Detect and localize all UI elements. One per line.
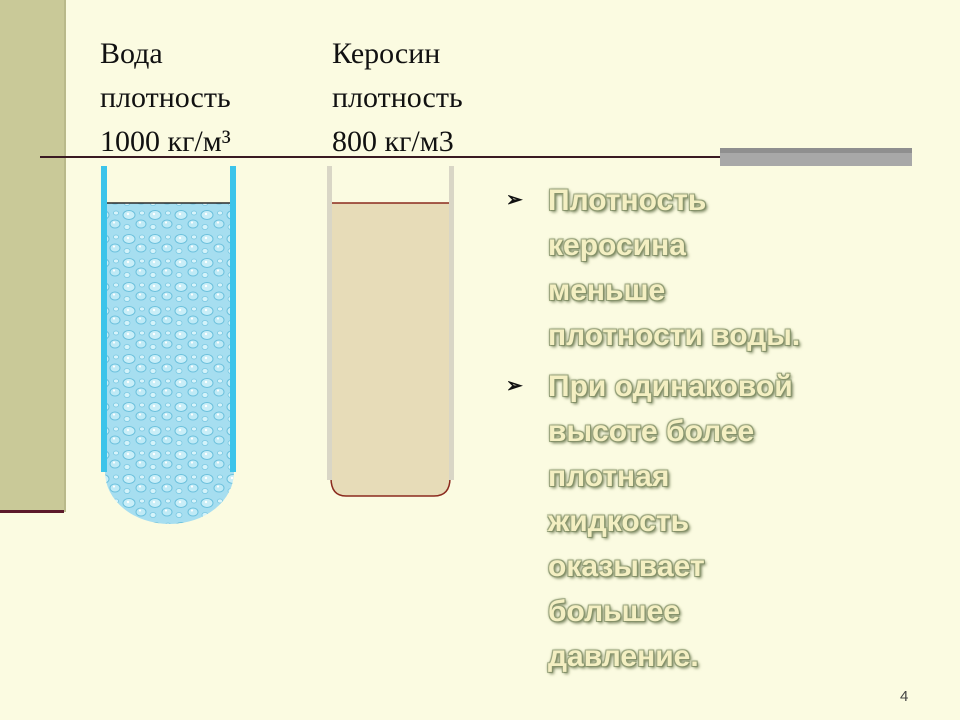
bullet-line: При одинаковой — [548, 370, 793, 403]
title-divider — [40, 156, 912, 158]
left-decor-band — [0, 0, 66, 512]
bullet-line: плотности воды. — [548, 319, 801, 352]
bullet-line: плотная — [548, 460, 670, 493]
bullet-line: оказывает — [548, 550, 705, 583]
bullet-item-pressure: ➢ При одинаковой высоте более плотная жи… — [500, 364, 920, 679]
water-test-tube — [96, 160, 242, 530]
kerosene-density-value: 800 кг/м3 — [332, 125, 454, 158]
kerosene-title: Керосин — [332, 37, 441, 70]
bullet-line: большее — [548, 595, 680, 628]
water-density-value: 1000 кг/м³ — [100, 125, 231, 158]
bullet-line: керосина — [548, 229, 686, 262]
water-density-label: плотность — [100, 81, 231, 114]
kerosene-heading: Керосин плотность 800 кг/м3 — [332, 32, 463, 164]
arrow-bullet-icon: ➢ — [506, 189, 523, 211]
bullet-line: Плотность — [548, 184, 707, 217]
bullet-line: давление. — [548, 640, 699, 673]
kerosene-density-label: плотность — [332, 81, 463, 114]
water-liquid — [105, 203, 234, 524]
page-number: 4 — [900, 688, 909, 705]
bullet-line: меньше — [548, 274, 666, 307]
bullet-list: ➢ Плотность керосина меньше плотности во… — [500, 178, 920, 685]
kerosene-liquid — [331, 203, 450, 496]
bullet-item-density: ➢ Плотность керосина меньше плотности во… — [500, 178, 920, 358]
kerosene-test-tube — [322, 160, 458, 500]
bullet-line: высоте более — [548, 415, 755, 448]
left-decor-line — [0, 510, 64, 513]
bullet-line: жидкость — [548, 505, 690, 538]
water-heading: Вода плотность 1000 кг/м³ — [100, 32, 231, 164]
water-title: Вода — [100, 37, 163, 70]
decor-gray-bar — [720, 148, 912, 166]
arrow-bullet-icon: ➢ — [506, 375, 523, 397]
